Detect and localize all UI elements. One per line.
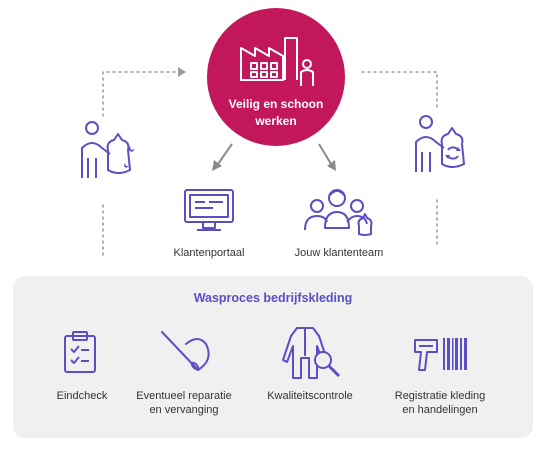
- clipboard-check-icon: [64, 331, 96, 373]
- step-label-eindcheck: Eindcheck: [56, 390, 108, 402]
- needle-thread-icon: [161, 331, 210, 371]
- step-label-kwaliteitscontrole: Kwaliteitscontrole: [267, 390, 353, 402]
- panel-title: Wasproces bedrijfskleding: [193, 291, 353, 305]
- worker-with-dirty-laundry-icon: [81, 121, 135, 178]
- barcode-scanner-icon: [414, 338, 467, 371]
- overall-magnifier-icon: [282, 327, 341, 379]
- step-label-reparatie: Eventueel reparatie en vervanging: [136, 390, 232, 416]
- arrow-to-portal: [217, 143, 233, 165]
- left-arrowhead: [178, 67, 186, 77]
- right-connector: [361, 71, 438, 109]
- circle-title: Veilig en schoon werken: [228, 97, 324, 128]
- safe-clean-work-circle: Veilig en schoon werken: [207, 8, 345, 146]
- worker-with-clean-laundry-icon: [415, 115, 465, 172]
- label-klantenportaal: Klantenportaal: [173, 247, 245, 259]
- team-icon: [304, 189, 373, 236]
- step-label-registratie: Registratie kleding en handelingen: [394, 390, 486, 416]
- monitor-icon: [184, 189, 234, 231]
- left-connector: [102, 71, 179, 117]
- arrow-to-team: [318, 143, 332, 165]
- factory-worker-icon: [240, 37, 314, 86]
- label-jouw-klantenteam: Jouw klantenteam: [294, 247, 384, 259]
- wasproces-panel: Wasproces bedrijfskleding: [13, 276, 533, 438]
